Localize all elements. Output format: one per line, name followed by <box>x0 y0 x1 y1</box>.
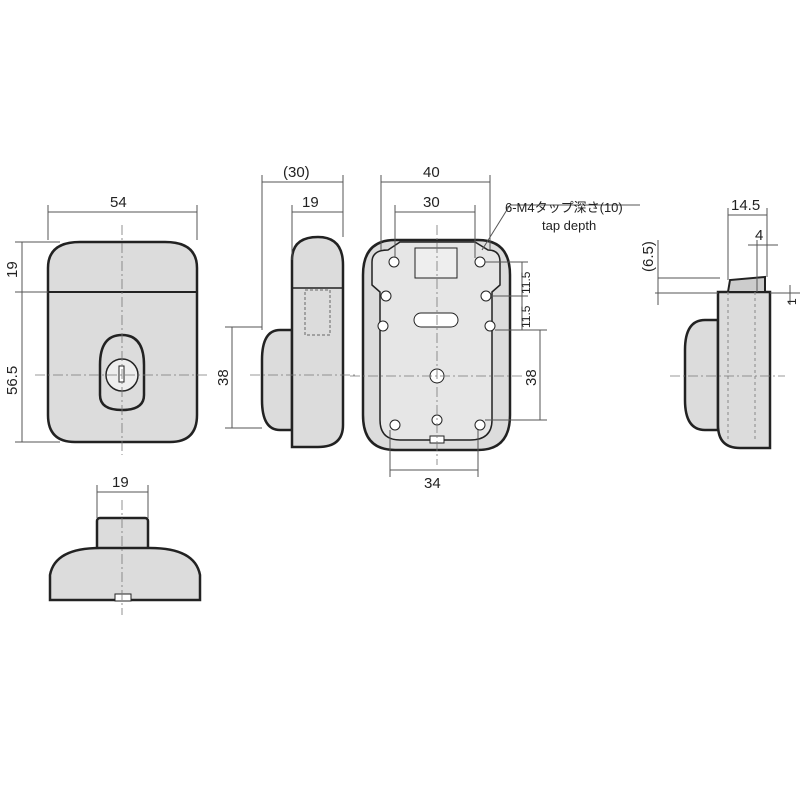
note-tap-en: tap depth <box>542 218 596 233</box>
dim-back-offset-1: 11.5 <box>519 271 533 294</box>
dim-right-offset: (6.5) <box>640 241 657 272</box>
dim-bottom-width: 19 <box>112 474 129 491</box>
dim-back-offset-2: 11.5 <box>519 305 533 328</box>
dim-back-width: 40 <box>423 164 440 181</box>
dim-right-depth: 14.5 <box>731 197 760 214</box>
dim-side-height: 38 <box>215 369 232 386</box>
dim-front-top: 19 <box>4 261 21 278</box>
dim-side-depth: (30) <box>283 164 310 181</box>
bottom-view <box>48 485 202 615</box>
side-view <box>225 175 355 449</box>
back-view <box>350 175 640 477</box>
dim-side-body: 19 <box>302 194 319 211</box>
dim-back-holes: 30 <box>423 194 440 211</box>
dim-front-height: 56.5 <box>4 366 21 395</box>
note-tap-jp: 6-M4タップ深さ(10) <box>505 200 623 215</box>
dim-back-height: 38 <box>523 369 540 386</box>
right-view <box>655 208 800 450</box>
dim-right-gap: 1 <box>785 298 799 305</box>
front-view <box>15 205 210 455</box>
dim-right-small: 4 <box>755 227 763 244</box>
dim-front-width: 54 <box>110 194 127 211</box>
dim-back-bottom: 34 <box>424 475 441 492</box>
